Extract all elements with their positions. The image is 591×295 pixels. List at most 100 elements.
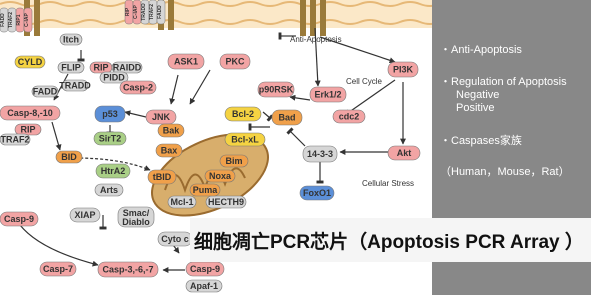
node-xiap: XIAP — [69, 207, 101, 223]
node-bak: Bak — [157, 123, 185, 138]
cellular-stress-annotation: Cellular Stress — [362, 179, 414, 188]
node-label: Bad — [278, 113, 295, 123]
node-casp2: Casp-2 — [119, 80, 157, 95]
node-label: Casp-3,-6,-7 — [102, 265, 153, 275]
node-label: Bim — [225, 156, 242, 166]
node-label: XIAP — [74, 210, 95, 220]
node-label: Arts — [100, 185, 118, 195]
node-label: Cyto c — [161, 234, 189, 244]
node-pkc: PKC — [219, 53, 251, 70]
receptor-adaptor-label: TRAF2 — [8, 12, 14, 28]
node-label: cdc2 — [339, 112, 360, 122]
node-casp7: Casp-7 — [39, 261, 77, 277]
node-casp9-left: Casp-9 — [0, 211, 39, 227]
node-label: Casp-2 — [123, 83, 153, 93]
node-pidd: PIDD — [99, 71, 129, 84]
node-label: PI3K — [393, 65, 414, 75]
node-label: p53 — [102, 109, 118, 119]
node-pi3k: PI3K — [387, 61, 419, 78]
receptor-adaptor: TRADD — [140, 0, 150, 25]
node-label: Casp-8,-10 — [7, 108, 53, 118]
node-casp9-right: Casp-9 — [185, 261, 225, 277]
node-fadd: FADD — [31, 85, 59, 98]
node-puma: Puma — [189, 183, 221, 197]
node-label: SirT2 — [99, 134, 122, 144]
node-label: Apaf-1 — [190, 281, 218, 291]
node-label: FADD — [33, 87, 58, 97]
node-bcl2: Bcl-2 — [224, 106, 262, 122]
node-htra2: HtrA2 — [95, 163, 131, 179]
node-label: Smac/Diablo — [122, 208, 150, 227]
receptor-adaptor: TRAF2 — [7, 7, 17, 33]
node-arts: Arts — [94, 183, 124, 197]
receptor-adaptor-label: TRAF2 — [149, 4, 155, 20]
node-label: FLIP — [61, 63, 81, 73]
panel-item-positive: Positive — [456, 102, 495, 114]
node-label: HtrA2 — [101, 166, 126, 176]
receptor-adaptor-label: C-IAP — [24, 13, 30, 27]
panel-item-caspases: ・Caspases家族 — [440, 135, 522, 147]
receptor-adaptor-label: C-IAP — [133, 5, 139, 19]
node-label: p90RSK — [259, 85, 294, 95]
node-label: tBID — [153, 172, 172, 182]
panel-item-species: （Human，Mouse，Rat） — [440, 166, 570, 178]
node-ask1: ASK1 — [167, 53, 205, 70]
node-label: Bak — [163, 126, 181, 136]
node-label: Mcl-1 — [170, 197, 193, 207]
anti-apoptosis-annotation: Anti-Apoptosis — [290, 35, 342, 44]
node-apaf1: Apaf-1 — [185, 279, 223, 293]
node-label: Erk1/2 — [314, 90, 341, 100]
node-p53: p53 — [94, 105, 126, 123]
node-smac: Smac/Diablo — [117, 206, 155, 228]
receptor-right — [300, 0, 326, 36]
receptor-adaptor-label: RIP1 — [16, 14, 22, 25]
node-label: Bax — [161, 146, 178, 156]
node-noxa: Noxa — [204, 169, 236, 183]
node-label: PIDD — [103, 73, 125, 83]
node-tbid: tBID — [147, 169, 177, 185]
node-label: 14-3-3 — [307, 149, 333, 159]
title-banner: 细胞凋亡PCR芯片（Apoptosis PCR Array ） — [190, 218, 591, 262]
node-itch: Itch — [59, 33, 83, 46]
node-cdc2: cdc2 — [332, 109, 366, 124]
node-label: Bcl-xL — [231, 135, 259, 145]
node-traf2: TRAF2 — [0, 133, 31, 146]
node-label: Noxa — [209, 171, 232, 181]
node-label: BID — [61, 152, 77, 162]
node-label: PKC — [225, 57, 245, 67]
node-hecth9: HECTH9 — [205, 195, 247, 209]
node-label: Bcl-2 — [232, 109, 254, 119]
receptor-adaptor: FADD — [0, 7, 9, 33]
node-erk12: Erk1/2 — [309, 86, 347, 103]
node-flip: FLIP — [57, 61, 85, 74]
node-rip-left: RIP — [14, 123, 42, 136]
node-label: Akt — [397, 148, 412, 158]
node-label: RAIDD — [113, 63, 142, 73]
cell-cycle-annotation: Cell Cycle — [346, 77, 383, 86]
receptor-adaptor-label: FADD — [0, 13, 6, 27]
node-label: Casp-9 — [4, 214, 34, 224]
node-bim: Bim — [219, 154, 249, 168]
receptor-adaptor: RIP1 — [15, 7, 25, 33]
node-cyld: CYLD — [14, 55, 46, 69]
banner-title: 细胞凋亡PCR芯片（Apoptosis PCR Array ） — [194, 231, 584, 253]
panel-item-anti-apoptosis: ・Anti-Apoptosis — [440, 44, 522, 56]
node-bid: BID — [55, 150, 83, 164]
apoptosis-pathway-diagram: CYLDItchFLIPFADDTRADDCasp-8,-10RIPTRAF2B… — [0, 0, 432, 293]
node-label: Itch — [63, 35, 79, 45]
receptor-adaptor-label: RIP — [125, 7, 131, 16]
receptor-adaptor-label: FADD — [157, 5, 163, 19]
pathway-edges — [19, 27, 406, 276]
node-cytoc: Cyto c — [157, 231, 193, 247]
panel-item-regulation: ・Regulation of Apoptosis — [440, 76, 567, 88]
node-label: HECTH9 — [208, 197, 244, 207]
node-label: FoxO1 — [303, 188, 331, 198]
node-casp367: Casp-3,-6,-7 — [97, 261, 159, 278]
node-label: RIP — [20, 125, 35, 135]
node-bad: Bad — [271, 109, 303, 126]
receptor-adaptor-label: TRADD — [141, 3, 147, 21]
node-label: Casp-9 — [190, 264, 220, 274]
node-casp8-10: Casp-8,-10 — [0, 105, 61, 121]
receptor-adaptor: FADD — [156, 0, 166, 25]
node-raidd: RAIDD — [111, 61, 143, 74]
